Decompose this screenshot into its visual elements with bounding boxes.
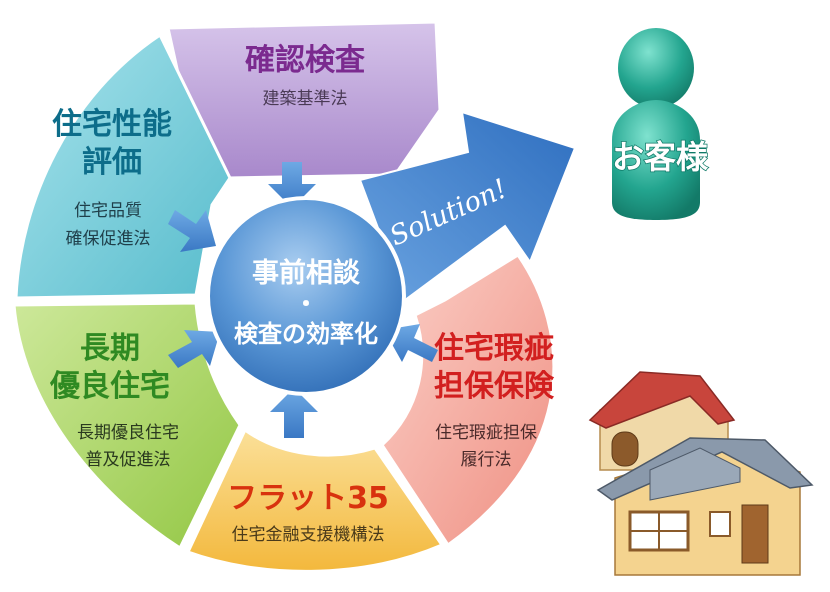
customer-head xyxy=(618,28,694,108)
center-hub xyxy=(206,196,406,396)
choki-title1: 長期 xyxy=(80,331,140,366)
center-line2: ・ xyxy=(294,290,318,318)
choki-sub2: 普及促進法 xyxy=(86,450,171,470)
customer-body xyxy=(612,100,700,220)
solution-arrow xyxy=(358,110,577,302)
arrow-from-choki xyxy=(168,330,220,368)
customer-label: お客様 xyxy=(612,138,709,176)
customer-figure xyxy=(612,28,700,220)
flat-title: フラット35 xyxy=(227,481,389,516)
arrow-from-flat xyxy=(270,388,318,438)
kakunin-title: 確認検査 xyxy=(245,43,365,78)
arrow-from-seino xyxy=(168,210,216,252)
kashi-title2: 担保保険 xyxy=(434,369,555,404)
center-line3: 検査の効率化 xyxy=(234,320,378,348)
seino-title1: 住宅性能 xyxy=(52,107,172,142)
front-door xyxy=(741,504,769,564)
kashi-sub1: 住宅瑕疵担保 xyxy=(435,423,537,443)
house-illustration xyxy=(588,371,814,576)
kakunin-sub1: 建築基準法 xyxy=(263,89,348,109)
seino-sub1: 住宅品質 xyxy=(74,201,142,221)
flat-sub1: 住宅金融支援機構法 xyxy=(232,525,385,545)
kashi-sub2: 履行法 xyxy=(461,450,512,470)
front-roof xyxy=(596,437,814,501)
seino-title2: 評価 xyxy=(82,145,142,180)
back-roof xyxy=(588,371,736,429)
choki-sub1: 長期優良住宅 xyxy=(77,423,179,443)
kashi-title1: 住宅瑕疵 xyxy=(434,331,554,366)
center-line1: 事前相談 xyxy=(252,257,361,289)
arrow-from-kakunin xyxy=(268,162,316,208)
segment-flat xyxy=(185,427,445,573)
segment-seino xyxy=(14,32,232,300)
seino-sub2: 確保促進法 xyxy=(66,229,151,249)
choki-title2: 優良住宅 xyxy=(49,369,170,404)
